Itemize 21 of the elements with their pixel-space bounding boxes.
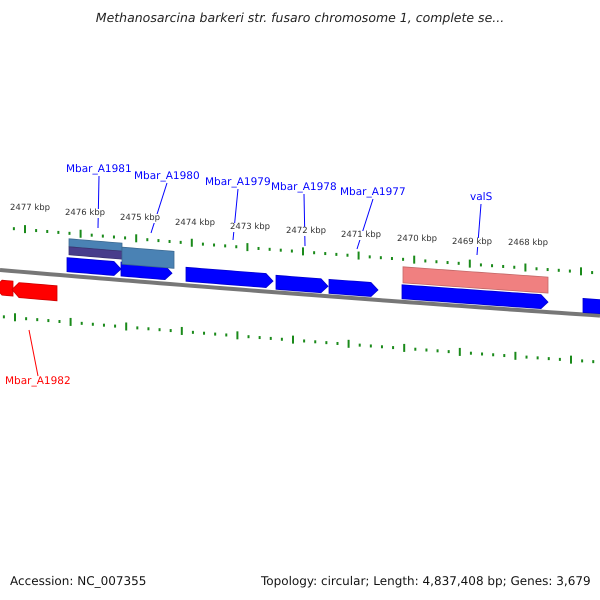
gene-label: valS — [470, 192, 492, 204]
gene-label: Mbar_A1978 — [271, 182, 337, 194]
scale-label: 2475 kbp — [120, 214, 160, 222]
map-title: Methanosarcina barkeri str. fusaro chromosome 1, complete se... — [94, 11, 506, 25]
scale-label: 2470 kbp — [397, 235, 438, 244]
scale-label: 2472 kbp — [286, 227, 326, 236]
gene-label: Mbar_A1980 — [134, 171, 200, 183]
scale-label: 2477 kbp — [10, 204, 50, 212]
footer-text: Topology: circular; Length: 4,837,408 bp; Genes: 3,679 — [261, 575, 591, 588]
leader-line — [28, 330, 38, 376]
gene-label: Mbar_A1982 — [5, 376, 71, 388]
scale-label: 2474 kbp — [175, 219, 216, 228]
gene-label: Mbar_A1979 — [205, 177, 271, 189]
scale-label: 2473 kbp — [230, 223, 270, 232]
gene-label: Mbar_A1977 — [340, 187, 406, 199]
scale-label: 2469 kbp — [452, 238, 492, 246]
scale-label: 2468 kbp — [508, 239, 548, 248]
footer-text: Accession: NC_007355 — [10, 575, 146, 588]
scale-label: 2476 kbp — [65, 209, 106, 218]
gene-label: Mbar_A1981 — [66, 164, 132, 176]
scale-label: 2471 kbp — [341, 231, 382, 240]
